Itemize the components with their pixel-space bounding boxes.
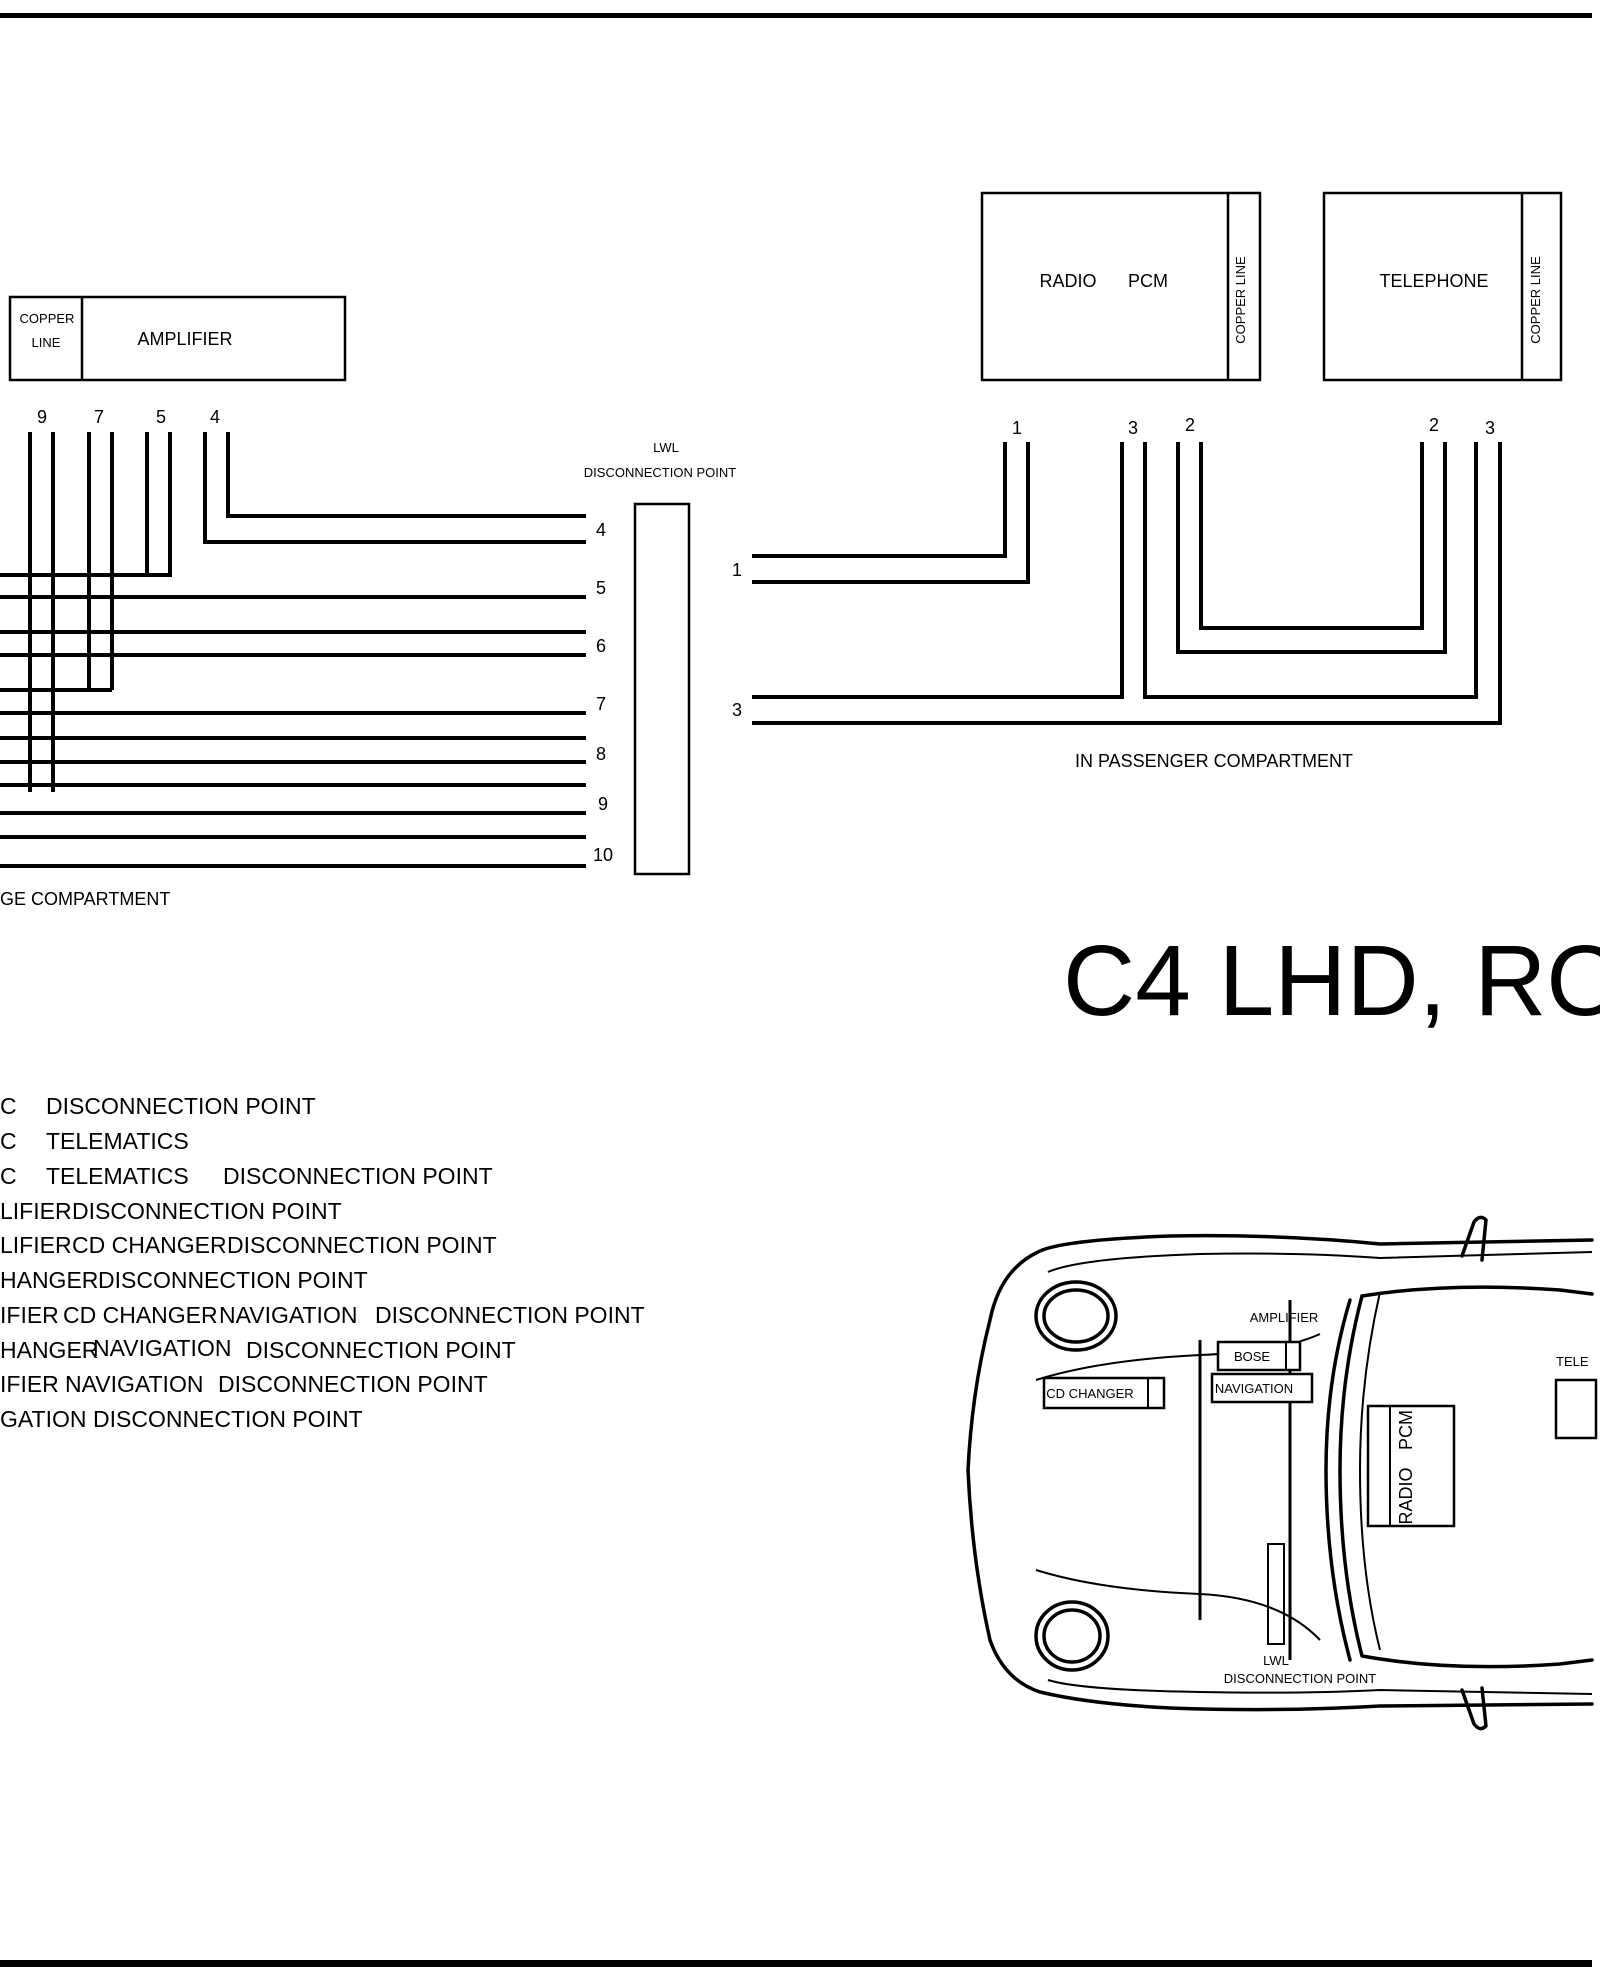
radio-pin-2: 2 — [1185, 415, 1195, 435]
connector-right-pin-3: 3 — [732, 700, 742, 720]
legend-row-10-col2: DISCONNECTION POINT — [93, 1406, 363, 1432]
lwl-connector — [633, 502, 691, 876]
amplifier-copper-label-1: COPPER — [20, 311, 75, 326]
car-bose-label: BOSE — [1234, 1349, 1270, 1364]
connector-right-pin-1: 1 — [732, 560, 742, 580]
car-radio-pcm-box: RADIO PCM — [1366, 1404, 1456, 1528]
legend-row-1-col2: DISCONNECTION POINT — [46, 1093, 316, 1119]
legend-row-3-col1: C — [0, 1163, 17, 1189]
car-radio-label: RADIO — [1396, 1467, 1416, 1524]
legend-row-9-col1: IFIER — [0, 1371, 59, 1397]
legend-row-8-col1: HANGER — [0, 1337, 98, 1363]
pcm-label: PCM — [1128, 271, 1168, 291]
connector-pin-10: 10 — [593, 845, 613, 865]
car-bose-box: BOSE — [1216, 1340, 1302, 1372]
amplifier-wires — [0, 432, 586, 868]
legend-row-6-col2: DISCONNECTION POINT — [98, 1267, 368, 1293]
luggage-compartment-label: GE COMPARTMENT — [0, 889, 170, 909]
legend-row-6-col1: HANGER — [0, 1267, 98, 1293]
car-telephone-partial-label: TELE — [1556, 1354, 1589, 1369]
legend-row-8-col3: DISCONNECTION POINT — [246, 1337, 516, 1363]
radio-pcm-box: RADIO PCM COPPER LINE — [980, 191, 1262, 382]
amplifier-label: AMPLIFIER — [137, 329, 232, 349]
legend-row-9-col2: NAVIGATION — [65, 1371, 203, 1397]
connector-pin-5: 5 — [596, 578, 606, 598]
legend-row-3-col2: TELEMATICS — [46, 1163, 189, 1189]
telephone-pin-3: 3 — [1485, 418, 1495, 438]
passenger-wires — [752, 442, 1502, 725]
connector-pin-6: 6 — [596, 636, 606, 656]
radio-copper-label: COPPER LINE — [1233, 256, 1248, 344]
legend-row-8-col2: NAVIGATION — [93, 1335, 231, 1361]
car-top-view — [966, 1215, 1594, 1731]
radio-pin-3: 3 — [1128, 418, 1138, 438]
legend-row-4-col2: DISCONNECTION POINT — [72, 1198, 342, 1224]
legend-row-2-col1: C — [0, 1128, 17, 1154]
telephone-copper-label: COPPER LINE — [1528, 256, 1543, 344]
car-cd-changer-box: CD CHANGER — [1042, 1376, 1166, 1410]
legend-row-5-col1: LIFIER — [0, 1232, 72, 1258]
amplifier-pin-5: 5 — [156, 407, 166, 427]
connector-pin-4: 4 — [596, 520, 606, 540]
car-lwl-label: LWL — [1263, 1653, 1289, 1668]
legend-row-7-col2: CD CHANGER — [63, 1302, 218, 1328]
telephone-pin-2: 2 — [1429, 415, 1439, 435]
top-border — [0, 13, 1592, 18]
legend-row-9-col3: DISCONNECTION POINT — [218, 1371, 488, 1397]
amplifier-pin-7: 7 — [94, 407, 104, 427]
car-lwl-disconnection-label: DISCONNECTION POINT — [1224, 1671, 1376, 1686]
legend-row-5-col2: CD CHANGER — [72, 1232, 227, 1258]
car-pcm-label: PCM — [1396, 1410, 1416, 1450]
telephone-label: TELEPHONE — [1379, 271, 1488, 291]
legend-row-3-col3: DISCONNECTION POINT — [223, 1163, 493, 1189]
amplifier-pin-4: 4 — [210, 407, 220, 427]
amplifier-pin-9: 9 — [37, 407, 47, 427]
car-amplifier-label: AMPLIFIER — [1250, 1310, 1319, 1325]
bottom-border — [0, 1960, 1592, 1967]
legend-row-7-col4: DISCONNECTION POINT — [375, 1302, 645, 1328]
radio-label: RADIO — [1039, 271, 1096, 291]
car-telephone-box — [1554, 1378, 1598, 1440]
car-cd-changer-label: CD CHANGER — [1046, 1386, 1133, 1401]
connector-pin-9: 9 — [598, 794, 608, 814]
diagram-title: C4 LHD, ROW — [1063, 925, 1600, 1037]
legend: C DISCONNECTION POINT C TELEMATICS C TEL… — [0, 1093, 645, 1432]
lwl-label: LWL — [653, 440, 679, 455]
legend-row-4-col1: LIFIER — [0, 1198, 72, 1224]
car-navigation-box: NAVIGATION — [1210, 1372, 1314, 1404]
passenger-compartment-label: IN PASSENGER COMPARTMENT — [1075, 751, 1353, 771]
connector-pin-7: 7 — [596, 694, 606, 714]
legend-row-7-col1: IFIER — [0, 1302, 59, 1328]
amplifier-copper-label-2: LINE — [32, 335, 61, 350]
lwl-disconnection-label: DISCONNECTION POINT — [584, 465, 736, 480]
car-navigation-label: NAVIGATION — [1215, 1381, 1293, 1396]
legend-row-7-col3: NAVIGATION — [219, 1302, 357, 1328]
telephone-box: TELEPHONE COPPER LINE — [1322, 191, 1563, 382]
radio-pin-1: 1 — [1012, 418, 1022, 438]
legend-row-2-col2: TELEMATICS — [46, 1128, 189, 1154]
legend-row-1-col1: C — [0, 1093, 17, 1119]
legend-row-10-col1: GATION — [0, 1406, 86, 1432]
connector-pin-8: 8 — [596, 744, 606, 764]
legend-row-5-col3: DISCONNECTION POINT — [227, 1232, 497, 1258]
amplifier-box: COPPER LINE AMPLIFIER — [8, 295, 347, 382]
